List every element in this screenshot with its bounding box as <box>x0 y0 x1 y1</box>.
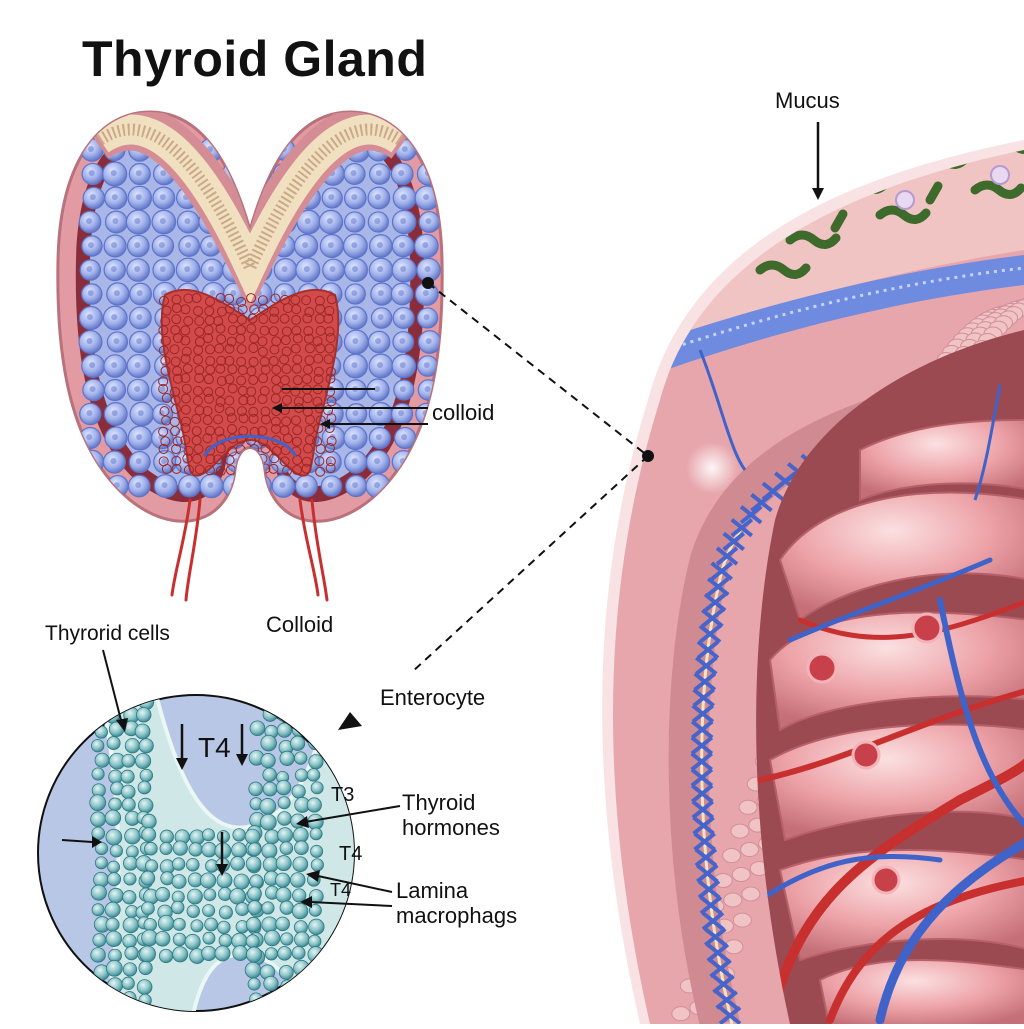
connector-lines <box>61 122 820 907</box>
intestinal-loops <box>756 330 1024 1024</box>
label-t4-top: T4 <box>198 732 231 763</box>
arrowheads <box>92 188 824 908</box>
label-thyroid-hormones: Thyroid hormones <box>402 790 500 841</box>
label-t3: T3 <box>331 784 355 806</box>
label-colloid-lower: colloid <box>432 400 495 425</box>
label-t4-mid: T4 <box>339 843 363 865</box>
page-title: Thyroid Gland <box>82 31 428 87</box>
thyroid-gland-illustration <box>56 110 444 602</box>
label-mucus: Mucus <box>775 88 840 113</box>
label-colloid-upper: Colloid <box>266 612 334 637</box>
arrowhead-icon <box>338 712 362 730</box>
label-t4-low: T4 <box>330 880 352 900</box>
label-lamina-macrophags: Lamina macrophags <box>396 878 518 929</box>
label-thyroid-cells: Thyrorid cells <box>45 622 170 645</box>
intestine-illustration <box>602 140 1024 1024</box>
label-enterocyte: Enterocyte <box>380 685 486 710</box>
thyroid-cells-inset <box>37 694 362 1012</box>
